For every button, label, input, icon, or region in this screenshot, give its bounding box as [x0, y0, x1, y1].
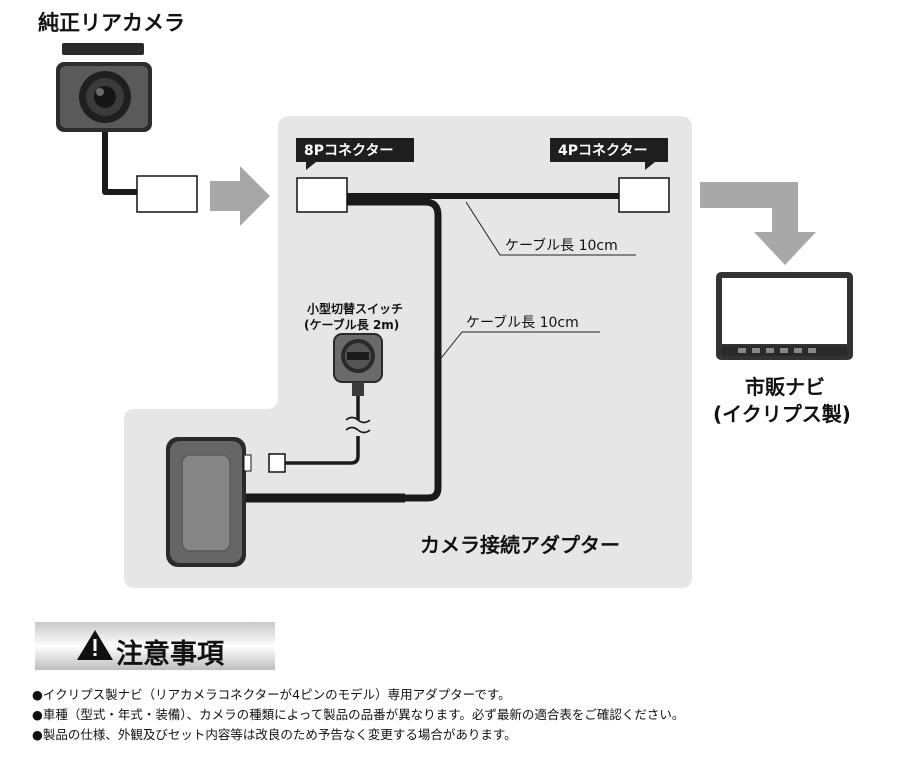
navi-monitor-icon: [716, 272, 853, 360]
arrow-right-icon: [210, 166, 270, 226]
svg-text:8Pコネクター: 8Pコネクター: [304, 143, 393, 159]
notice-title: 注意事項: [116, 639, 224, 670]
camera-title: 純正リアカメラ: [38, 11, 185, 35]
rear-camera-icon: [56, 43, 152, 132]
switch-cable-length: (ケーブル長 2m): [304, 317, 399, 332]
adapter-label: カメラ接続アダプター: [420, 533, 620, 557]
camera-connector: [136, 175, 198, 213]
cable-break-icon: [345, 416, 371, 434]
camera-cable: [102, 132, 138, 195]
arrow-down-icon: [700, 182, 816, 265]
cable-length-leader-vertical: [437, 331, 600, 363]
notice-item: ●イクリプス製ナビ（リアカメラコネクターが4ピンのモデル）専用アダプターです。: [32, 687, 511, 702]
connector-4p-label: 4Pコネクター: [550, 138, 668, 170]
toggle-switch-icon: [333, 333, 383, 396]
notice-item: ●車種（型式・年式・装備）、カメラの種類によって製品の品番が異なります。必ず最新…: [32, 707, 685, 722]
adapter-cable: [346, 198, 442, 502]
notice-item: ●製品の仕様、外観及びセット内容等は改良のため予告なく変更する場合があります。: [32, 727, 517, 742]
cable-length-vertical: ケーブル長 10cm: [466, 314, 579, 331]
connector-4p: [618, 177, 670, 213]
navi-subtitle: (イクリプス製): [713, 402, 851, 426]
svg-text:4Pコネクター: 4Pコネクター: [558, 143, 647, 159]
adapter-kit-panel: [124, 116, 692, 588]
notice-list: ●イクリプス製ナビ（リアカメラコネクターが4ピンのモデル）専用アダプターです。 …: [32, 685, 892, 745]
cable-length-main: ケーブル長 10cm: [505, 237, 618, 254]
camera-adapter-box: [166, 437, 286, 567]
cable-length-leader-main: [465, 201, 636, 256]
switch-label: 小型切替スイッチ: [307, 301, 403, 316]
switch-cable: [285, 396, 360, 465]
navi-title: 市販ナビ: [745, 375, 825, 399]
connector-8p-label: 8Pコネクター: [296, 138, 414, 170]
notice-banner: [35, 622, 275, 670]
connector-8p: [296, 177, 348, 213]
